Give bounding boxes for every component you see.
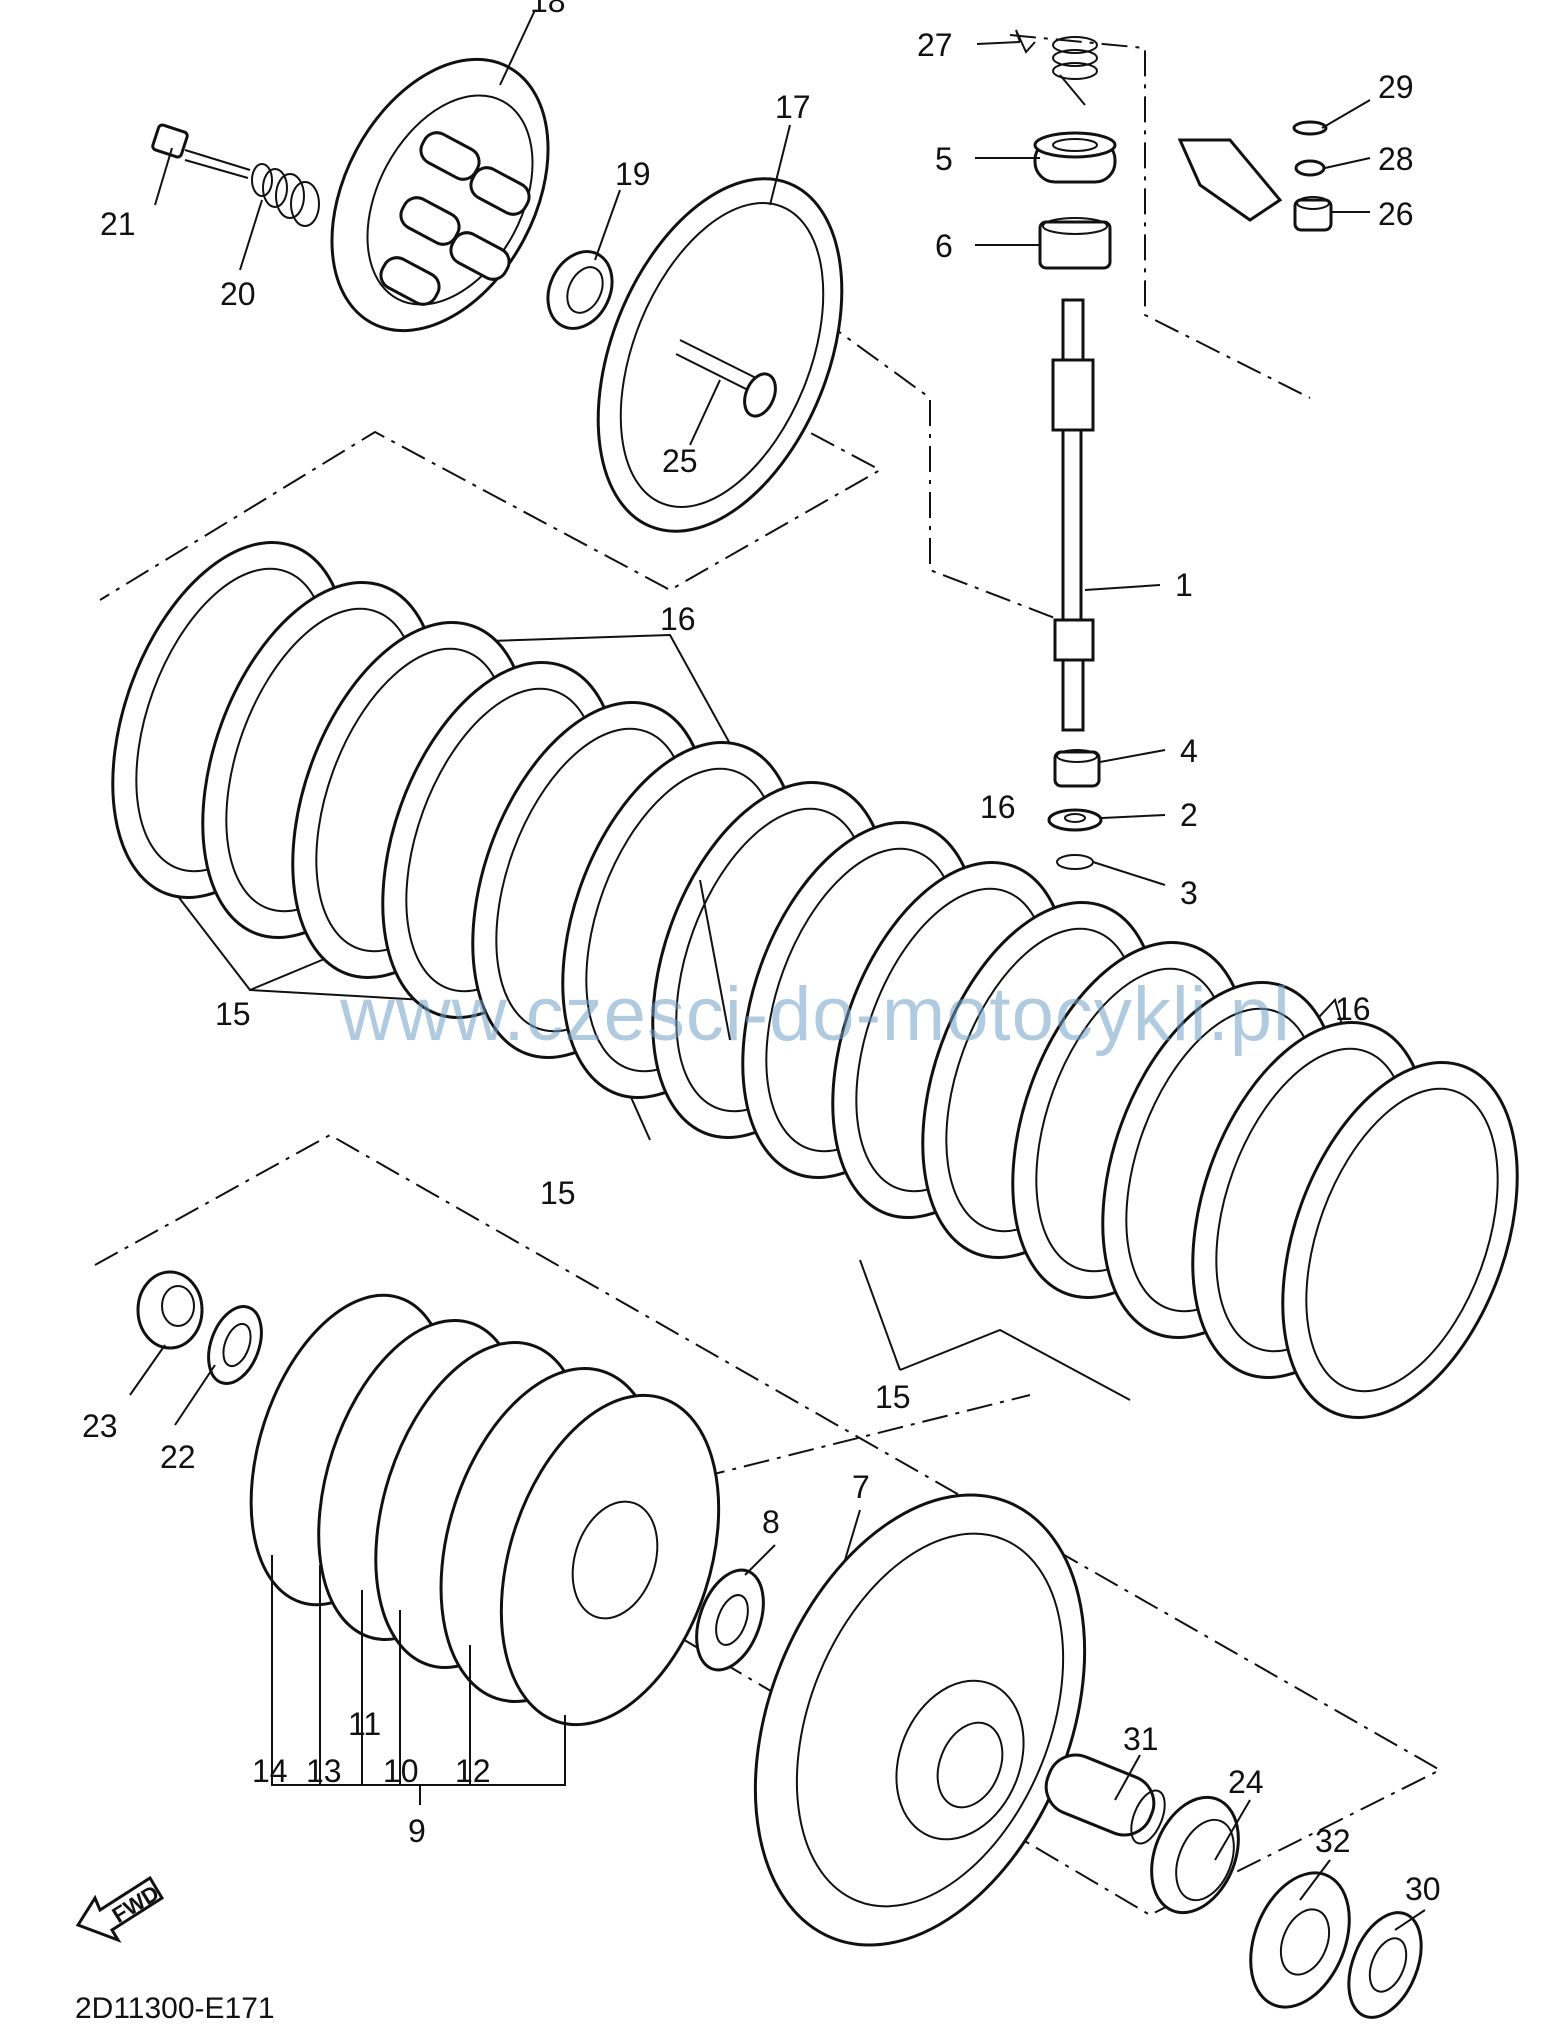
label-8: 8 — [762, 1504, 780, 1540]
label-12: 12 — [455, 1753, 491, 1789]
label-26: 26 — [1378, 196, 1414, 232]
leader-lines — [129, 9, 1426, 1931]
label-9: 9 — [408, 1813, 426, 1849]
label-32: 32 — [1315, 1823, 1351, 1859]
collar-31 — [1044, 1753, 1166, 1845]
watermark: www.czesci-do-motocykli.pl — [339, 972, 1291, 1057]
needle-bearing-24 — [1150, 1795, 1240, 1915]
label-5: 5 — [935, 141, 953, 177]
clutch-plate-17 — [596, 177, 844, 533]
label-27: 27 — [917, 27, 953, 63]
label-15c: 15 — [875, 1379, 911, 1415]
label-18: 18 — [530, 0, 566, 19]
label-1: 1 — [1175, 567, 1193, 603]
label-13: 13 — [306, 1753, 342, 1789]
part-labels: 1 2 3 4 5 6 7 8 9 10 11 12 13 14 15 15 1… — [82, 0, 1441, 1907]
spring-and-bolt — [151, 123, 320, 227]
label-7: 7 — [852, 1469, 870, 1505]
gear-32 — [1249, 1871, 1351, 2009]
label-14: 14 — [252, 1753, 288, 1789]
label-21: 21 — [100, 206, 136, 242]
label-22: 22 — [160, 1439, 196, 1475]
pressure-plate — [330, 57, 550, 333]
bearing-19 — [546, 250, 614, 330]
label-23: 23 — [82, 1408, 118, 1444]
bearing-4 — [1053, 749, 1101, 788]
label-15a: 15 — [215, 996, 251, 1032]
label-6: 6 — [935, 228, 953, 264]
label-10: 10 — [383, 1753, 419, 1789]
diagram-code: 2D11300-E171 — [75, 1992, 275, 2025]
label-28: 28 — [1378, 141, 1414, 177]
needle-bearing-6 — [1038, 217, 1112, 270]
label-20: 20 — [220, 276, 256, 312]
oil-seal-5 — [1033, 131, 1117, 184]
label-30: 30 — [1405, 1871, 1441, 1907]
washer-30 — [1347, 1911, 1423, 2019]
label-16a: 16 — [660, 601, 696, 637]
label-16b: 16 — [980, 789, 1016, 825]
clutch-plate-stack — [111, 540, 1519, 1420]
label-17: 17 — [775, 89, 811, 125]
washer-22 — [207, 1305, 263, 1385]
label-25: 25 — [662, 443, 698, 479]
spring-27 — [1052, 36, 1098, 106]
push-lever-shaft — [1051, 298, 1095, 732]
forward-arrow-icon: FWD — [75, 1875, 165, 1943]
circlip-3 — [1056, 854, 1094, 870]
label-16c: 16 — [1335, 991, 1371, 1027]
nut-23 — [136, 1270, 204, 1350]
label-2: 2 — [1180, 797, 1198, 833]
label-15b: 15 — [540, 1175, 576, 1211]
assembly-outline-lines — [94, 34, 1443, 1917]
washer-2 — [1047, 808, 1103, 832]
label-3: 3 — [1180, 875, 1198, 911]
label-19: 19 — [615, 156, 651, 192]
label-29: 29 — [1378, 69, 1414, 105]
label-4: 4 — [1180, 733, 1198, 769]
label-11: 11 — [348, 1706, 381, 1742]
label-24: 24 — [1228, 1764, 1264, 1800]
lever-26-28-29 — [1177, 120, 1333, 232]
label-31: 31 — [1123, 1721, 1159, 1757]
clutch-boss-assembly — [249, 1293, 721, 1727]
